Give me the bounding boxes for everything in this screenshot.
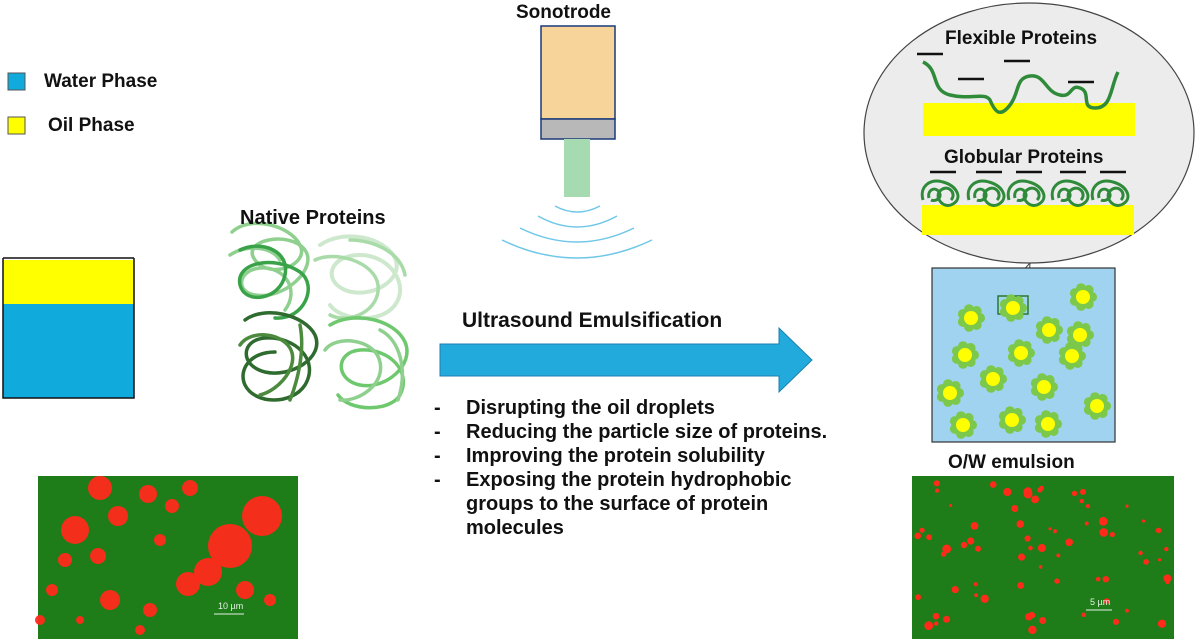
ultrasound-waves bbox=[501, 205, 653, 259]
oil-droplet bbox=[1058, 342, 1086, 370]
flexible-proteins-label: Flexible Proteins bbox=[945, 28, 1098, 49]
oil-droplet bbox=[999, 294, 1027, 322]
micrograph-before bbox=[35, 476, 298, 639]
globular-proteins-label: Globular Proteins bbox=[944, 147, 1104, 168]
globular-protein-row bbox=[920, 179, 1130, 207]
globular-protein bbox=[1090, 179, 1130, 207]
oil-droplet bbox=[1083, 392, 1111, 420]
beaker bbox=[2, 257, 135, 399]
emulsion-container bbox=[931, 267, 1116, 443]
legend-water-swatch bbox=[7, 72, 26, 91]
oil-droplet bbox=[998, 406, 1026, 434]
effect-item: -Reducing the particle size of proteins. bbox=[434, 421, 828, 443]
globular-protein bbox=[1006, 179, 1046, 207]
effects-list: -Disrupting the oil droplets -Reducing t… bbox=[432, 396, 852, 540]
beaker-oil-layer bbox=[3, 260, 134, 304]
scale-label-before: 10 µm bbox=[218, 601, 244, 611]
oil-droplet bbox=[1035, 316, 1063, 344]
oil-droplet bbox=[1030, 373, 1058, 401]
oil-droplet bbox=[1007, 339, 1035, 367]
zoom-bubble bbox=[863, 2, 1195, 264]
sonotrode-body bbox=[540, 25, 616, 120]
process-arrow bbox=[439, 326, 813, 394]
sonotrode-probe bbox=[564, 139, 590, 197]
emulsion-label: O/W emulsion bbox=[948, 452, 1075, 473]
globular-oil-layer bbox=[922, 205, 1134, 235]
globular-protein bbox=[920, 179, 960, 207]
native-proteins-label: Native Proteins bbox=[240, 207, 386, 229]
oil-droplet bbox=[1069, 283, 1097, 311]
oil-droplet bbox=[1066, 321, 1094, 349]
oil-droplet bbox=[979, 365, 1007, 393]
scale-label-after: 5 µm bbox=[1090, 597, 1111, 607]
native-proteins-cluster bbox=[228, 221, 409, 410]
legend-oil-label: Oil Phase bbox=[48, 115, 135, 136]
micrograph-after bbox=[912, 476, 1174, 639]
flexible-protein-chain bbox=[922, 60, 1120, 115]
globular-protein bbox=[1050, 179, 1090, 207]
oil-droplet bbox=[951, 341, 979, 369]
sonotrode-collar bbox=[540, 118, 616, 140]
effect-item: -Improving the protein solubility bbox=[434, 445, 765, 467]
oil-droplet bbox=[1034, 410, 1062, 438]
globular-protein bbox=[966, 179, 1006, 207]
oil-droplets bbox=[936, 283, 1111, 439]
flexible-hydrophobic-marks bbox=[917, 52, 1094, 84]
effect-item: -Exposing the protein hydrophobic groups… bbox=[434, 469, 792, 539]
flexible-oil-layer bbox=[923, 103, 1135, 136]
oil-droplet bbox=[957, 304, 985, 332]
legend-water-label: Water Phase bbox=[44, 71, 158, 92]
process-label: Ultrasound Emulsification bbox=[462, 309, 723, 332]
legend-oil-swatch bbox=[7, 116, 26, 135]
beaker-water-layer bbox=[3, 304, 134, 398]
oil-droplet bbox=[949, 411, 977, 439]
oil-droplet bbox=[936, 379, 964, 407]
sonotrode-label: Sonotrode bbox=[516, 2, 611, 23]
effect-item: -Disrupting the oil droplets bbox=[434, 397, 715, 419]
sonotrode bbox=[540, 25, 616, 197]
